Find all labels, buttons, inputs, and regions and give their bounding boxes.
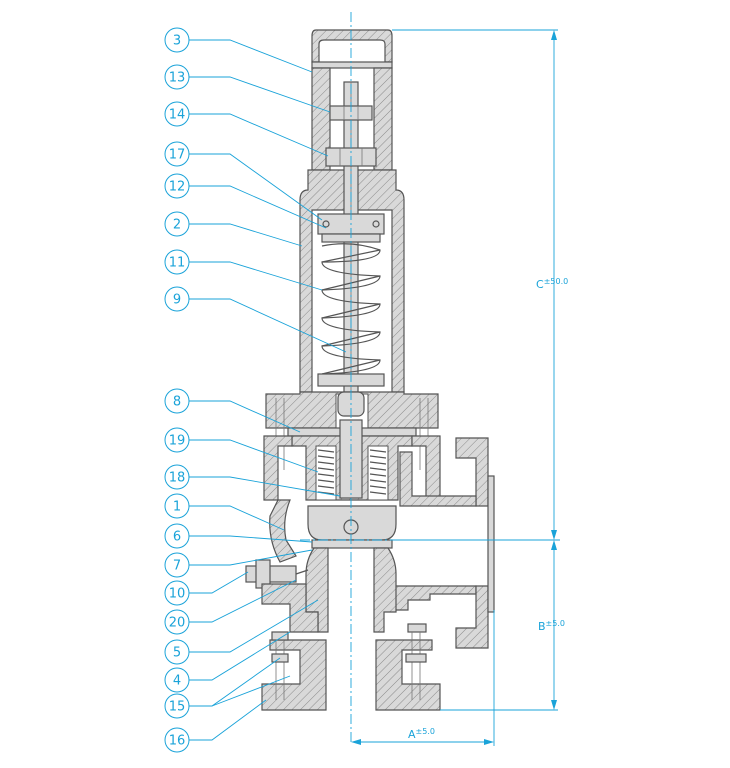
callout-4: 4 xyxy=(164,667,190,693)
valve-body xyxy=(245,29,495,711)
callout-11: 11 xyxy=(164,249,190,275)
svg-text:14: 14 xyxy=(169,108,186,123)
svg-text:11: 11 xyxy=(169,256,186,271)
cap xyxy=(311,29,393,63)
dimensions: C±50.0 B±5.0 A±5.0 xyxy=(351,29,568,746)
svg-text:18: 18 xyxy=(169,471,186,486)
bellows-right xyxy=(369,449,387,495)
svg-text:17: 17 xyxy=(169,148,186,163)
outlet-gasket xyxy=(487,475,495,613)
svg-text:16: 16 xyxy=(169,734,186,749)
svg-text:15: 15 xyxy=(169,700,186,715)
svg-text:13: 13 xyxy=(169,71,186,86)
svg-text:3: 3 xyxy=(173,34,181,49)
inlet-flange-right xyxy=(375,639,441,711)
callout-16: 16 xyxy=(164,727,190,753)
callout-7: 7 xyxy=(164,552,190,578)
svg-text:6: 6 xyxy=(173,530,181,545)
svg-text:4: 4 xyxy=(173,674,181,689)
callout-2: 2 xyxy=(164,211,190,237)
dim-b-label: B±5.0 xyxy=(538,619,565,633)
svg-text:2: 2 xyxy=(173,218,181,233)
svg-text:9: 9 xyxy=(173,293,181,308)
body-upper-flange-right xyxy=(411,435,441,501)
callouts: 3 13 14 17 12 2 11 9 8 19 18 1 6 7 10 20… xyxy=(164,27,347,753)
callout-18: 18 xyxy=(164,464,190,490)
callout-5: 5 xyxy=(164,639,190,665)
svg-text:19: 19 xyxy=(169,434,186,449)
callout-14: 14 xyxy=(164,101,190,127)
callout-1: 1 xyxy=(164,493,190,519)
body-shell xyxy=(269,499,297,563)
disc-holder xyxy=(311,539,393,549)
nozzle-right xyxy=(373,547,397,633)
callout-15: 15 xyxy=(164,693,190,719)
adjusting-ring-pin xyxy=(245,559,309,589)
svg-text:12: 12 xyxy=(169,180,186,195)
callout-6: 6 xyxy=(164,523,190,549)
body-lower xyxy=(261,583,319,633)
callout-17: 17 xyxy=(164,141,190,167)
svg-text:8: 8 xyxy=(173,395,181,410)
callout-10: 10 xyxy=(164,580,190,606)
bonnet xyxy=(299,169,405,393)
svg-text:10: 10 xyxy=(169,587,186,602)
svg-text:1: 1 xyxy=(173,500,181,515)
callout-9: 9 xyxy=(164,286,190,312)
outlet-flange-bottom xyxy=(455,585,489,649)
bellows-left xyxy=(317,449,335,495)
callout-20: 20 xyxy=(164,609,190,635)
callout-13: 13 xyxy=(164,64,190,90)
callout-12: 12 xyxy=(164,173,190,199)
dim-c-label: C±50.0 xyxy=(536,277,568,291)
svg-text:5: 5 xyxy=(173,646,181,661)
body-upper-flange xyxy=(263,435,293,501)
dim-a-label: A±5.0 xyxy=(408,727,435,741)
cap-lip xyxy=(311,61,393,69)
callout-3: 3 xyxy=(164,27,190,53)
inlet-flange xyxy=(261,639,327,711)
cap-wall-right xyxy=(373,67,393,171)
outlet-upper-wall xyxy=(399,451,477,507)
callout-8: 8 xyxy=(164,388,190,414)
callout-19: 19 xyxy=(164,427,190,453)
svg-text:7: 7 xyxy=(173,559,181,574)
svg-text:20: 20 xyxy=(169,616,186,631)
